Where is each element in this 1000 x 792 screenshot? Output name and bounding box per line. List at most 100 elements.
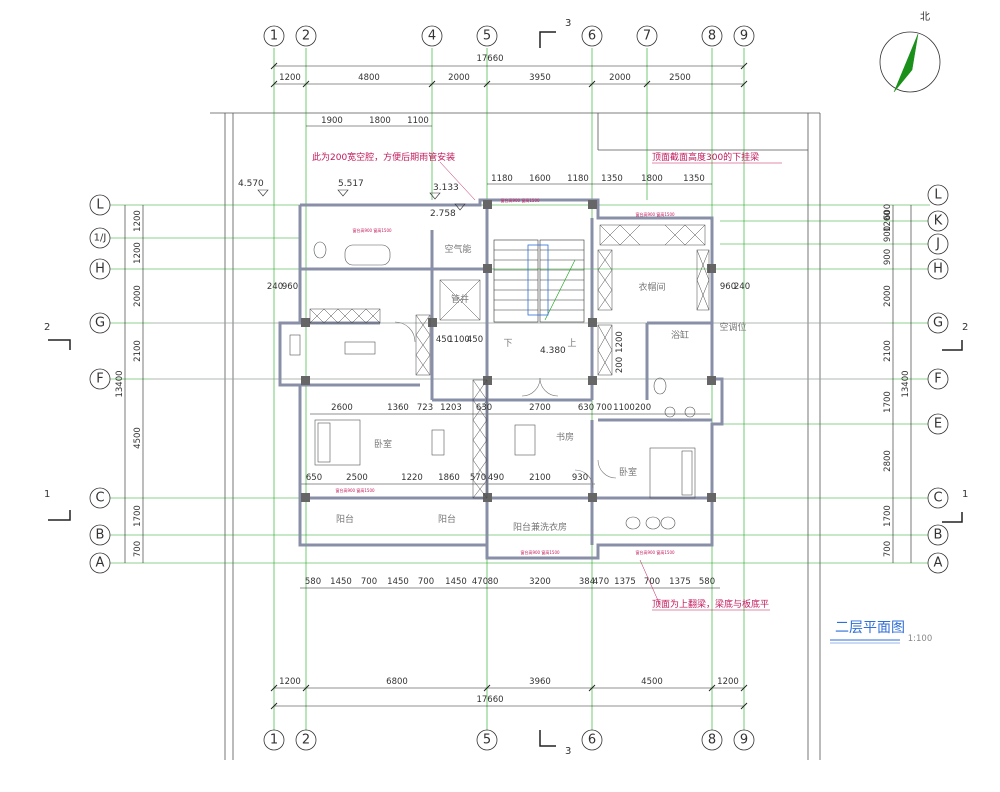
- axis-top-8: 8: [708, 29, 716, 44]
- dim-top-roof: 1350: [683, 174, 705, 184]
- axis-right-G: G: [933, 316, 943, 331]
- stair-down-label: 下: [503, 339, 512, 349]
- dim-left-seg: 4500: [133, 427, 143, 449]
- note-beam-up-leader: [639, 559, 661, 606]
- staircase: [493, 239, 585, 323]
- window-tag: 窗台高900 窗高1500: [352, 227, 392, 233]
- axis-left-A: A: [96, 556, 105, 571]
- axis-bottom-5: 5: [483, 733, 491, 748]
- dim-top-roof: 1180: [491, 174, 513, 184]
- dim-top-total: 17660: [476, 54, 503, 64]
- dim-left-seg: 1700: [133, 505, 143, 527]
- grid-lines-magenta: [150, 322, 890, 380]
- dim-opening: 470: [593, 577, 609, 587]
- note-beam-down: 顶面截面高度300的下挂梁: [652, 151, 759, 163]
- dim-inner: 930: [572, 473, 588, 483]
- axis-right-B: B: [934, 528, 943, 543]
- axis-top-1: 1: [270, 29, 278, 44]
- dim-inner: 723: [417, 403, 433, 413]
- dim-right-seg: 1700: [883, 505, 893, 527]
- dim-opening: 1375: [669, 577, 691, 587]
- dim-bottom-seg: 1200: [717, 677, 739, 687]
- axis-bubbles-left: [89, 194, 111, 574]
- axis-bubbles-top: [263, 25, 755, 47]
- axis-left-C: C: [95, 491, 104, 506]
- section-label-3: 3: [565, 746, 571, 757]
- dim-top-seg: 2000: [448, 73, 470, 83]
- window-tag: 窗台高900 窗高1500: [635, 549, 675, 555]
- dim-top-seg: 4800: [358, 73, 380, 83]
- dim-inner: 1220: [401, 473, 423, 483]
- section-label-3: 3: [565, 18, 571, 29]
- dim-small: 960: [720, 282, 736, 292]
- dim-right-seg: 2100: [883, 340, 893, 362]
- axis-top-2: 2: [302, 29, 310, 44]
- dim-opening: 1450: [387, 577, 409, 587]
- section-label-2: 2: [44, 322, 50, 333]
- room-bedroom-2: 卧室: [619, 466, 637, 478]
- dim-right-seg: 1700: [883, 391, 893, 413]
- dim-inner: 630: [578, 403, 594, 413]
- dim-opening: 3200: [529, 577, 551, 587]
- axis-right-L: L: [934, 188, 942, 203]
- axis-right-C: C: [933, 491, 942, 506]
- dim-opening: 1450: [330, 577, 352, 587]
- furniture: [289, 241, 696, 530]
- dim-top-roof: 1600: [529, 174, 551, 184]
- dim-top-roof: 1180: [567, 174, 589, 184]
- axis-left-H: H: [95, 262, 105, 277]
- dim-top-sub: 1800: [369, 116, 391, 126]
- room-shaft: 管井: [451, 293, 469, 305]
- dim-right-seg: 700: [883, 541, 893, 557]
- room-ac: 空调位: [719, 321, 746, 333]
- room-air-energy: 空气能: [444, 243, 471, 255]
- dim-inner: 2100: [529, 473, 551, 483]
- note-cavity: 此为200宽空腔，方便后期雨管安装: [312, 151, 455, 163]
- axis-right-F: F: [934, 372, 941, 387]
- dim-bottom-seg: 3960: [529, 677, 551, 687]
- level-mark: 2.758: [430, 209, 456, 219]
- axis-top-9: 9: [740, 29, 748, 44]
- dim-top-sub: 1100: [407, 116, 429, 126]
- axis-bottom-1: 1: [270, 733, 278, 748]
- dim-inner: 1203: [440, 403, 462, 413]
- dim-bottom-seg: 4500: [641, 677, 663, 687]
- dim-bottom-total: 17660: [476, 695, 503, 705]
- dim-bottom-seg: 1200: [279, 677, 301, 687]
- dim-opening: 580: [699, 577, 715, 587]
- axis-right-A: A: [934, 556, 943, 571]
- room-balcony-2: 阳台: [438, 513, 456, 525]
- dimension-lines: [124, 65, 912, 707]
- axis-left-G: G: [95, 316, 105, 331]
- dim-right-seg: 2800: [883, 450, 893, 472]
- dim-small: 200: [615, 357, 625, 373]
- elevation-symbols: [257, 189, 466, 211]
- section-label-2: 2: [962, 322, 968, 333]
- window-tag: 窗台高900 窗高1500: [500, 197, 540, 203]
- dim-left-seg: 1200: [133, 210, 143, 232]
- dim-inner: 2700: [529, 403, 551, 413]
- columns: [301, 200, 716, 502]
- note-cavity-leader: [439, 161, 476, 201]
- room-balcony-1: 阳台: [336, 513, 354, 525]
- dim-small: 240: [734, 282, 750, 292]
- dim-left-seg: 2000: [133, 285, 143, 307]
- window-tag: 窗台高900 窗高1500: [335, 487, 375, 493]
- drawing-scale: 1:100: [908, 634, 933, 644]
- dim-inner: 570: [470, 473, 486, 483]
- dim-top-seg: 3950: [529, 73, 551, 83]
- stair-up-label: 上: [567, 338, 576, 349]
- section-label-1: 1: [962, 489, 968, 500]
- dim-top-roof: 1350: [601, 174, 623, 184]
- dim-bottom-seg: 6800: [386, 677, 408, 687]
- dim-inner: 200: [635, 403, 651, 413]
- room-bathroom: 浴缸: [671, 329, 689, 341]
- walls: [278, 198, 724, 560]
- dim-right-seg: 600: [883, 204, 893, 220]
- dim-stair: 450: [436, 335, 452, 345]
- closets: [309, 224, 710, 499]
- room-study: 书房: [556, 431, 574, 443]
- dim-opening: 700: [644, 577, 660, 587]
- dim-small: 960: [282, 282, 298, 292]
